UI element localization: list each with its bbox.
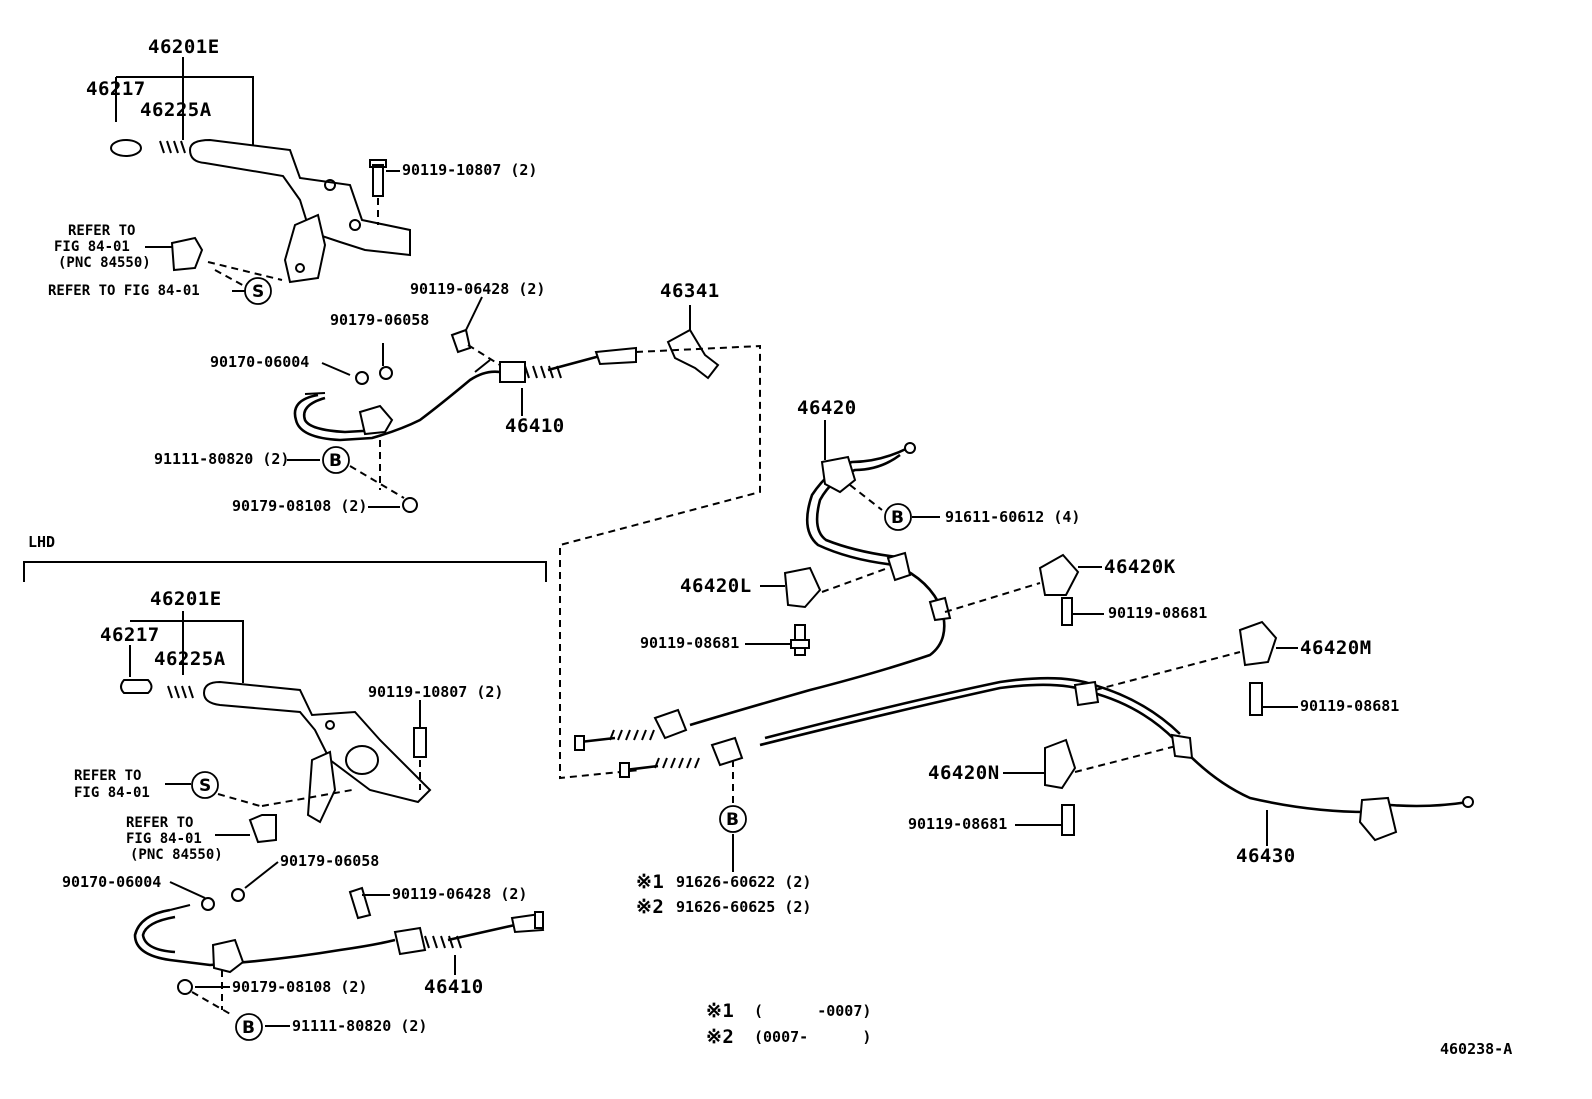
label-refer-lhd-2a: REFER TO [126,815,194,831]
refer-bracket [170,236,204,272]
label-90170-06004-lhd: 90170-06004 [62,873,162,891]
label-90119-08681-L: 90119-08681 [640,634,740,652]
symbol-s-lhd: S [199,776,211,796]
label-46420L: 46420L [680,575,752,597]
bolt-06428 [450,328,472,354]
note-mark-1: ※1 [636,871,665,893]
symbol-s-top: S [252,282,264,302]
cable-46430 [619,676,1474,872]
lhd-refer-bracket [248,814,277,844]
label-90119-08681-M: 90119-08681 [1300,697,1400,715]
lhd-bracket [23,561,547,582]
lhd-spring-46225A [167,685,194,699]
label-46420K: 46420K [1104,556,1176,578]
clamp-46420L [783,566,822,609]
symbol-b-lhd: B [242,1018,255,1038]
clamp-46420K [1038,553,1080,596]
lhd-bolt-06428 [348,886,372,920]
note-1-mark: ※1 [706,1000,735,1022]
label-refer-lhd-1a: REFER TO [74,768,142,784]
label-91111-80820-lhd: 91111-80820 (2) [292,1017,428,1035]
label-90119-10807-lhd: 90119-10807 (2) [368,683,504,701]
symbol-b-46430: B [726,810,739,830]
label-46410-lhd: 46410 [424,976,484,998]
label-90179-06058-top: 90179-06058 [330,311,430,329]
label-46420: 46420 [797,397,857,419]
label-46217-lhd: 46217 [100,624,160,646]
section-lhd: LHD [28,533,56,551]
lhd-cable-assembly [133,861,545,1027]
label-46217-top: 46217 [86,78,146,100]
equalizer-assembly [559,305,761,780]
label-90119-08681-N: 90119-08681 [908,815,1008,833]
label-91626-60625: 91626-60625 (2) [676,898,812,916]
symbol-b-top: B [329,451,342,471]
label-refer-top-2: FIG 84-01 [54,239,130,255]
diagram-id: 460238-A [1440,1040,1513,1058]
symbols: S B B B S B [191,277,912,1041]
label-90119-06428-top: 90119-06428 (2) [410,280,546,298]
label-91111-80820-top: 91111-80820 (2) [154,450,290,468]
clamp-46420N [1044,738,1077,790]
lhd-grip-46217 [120,679,153,694]
cable-46420 [574,420,952,751]
label-46410-top: 46410 [505,415,565,437]
label-refer-pnc-lhd: (PNC 84550) [130,847,223,863]
equalizer-46341 [666,328,720,380]
label-refer-pnc-top: (PNC 84550) [58,255,151,271]
top-lever-assembly [110,57,411,292]
label-46341: 46341 [660,280,720,302]
clamp-46420M [1238,620,1278,667]
label-90179-08108-top: 90179-08108 (2) [232,497,368,515]
lever-bracket [283,213,327,284]
lhd-lever-46201E [202,680,432,804]
lever-46201E [188,138,411,257]
note-2-mark: ※2 [706,1026,735,1048]
note-1-range: ( -0007) [754,1002,872,1020]
label-90170-06004-top: 90170-06004 [210,353,310,371]
label-refer-s-top: REFER TO FIG 84-01 [48,283,200,299]
lhd-lever-assembly [120,611,432,844]
lhd-bolt-10807 [413,727,427,758]
label-refer-top-1: REFER TO [68,223,136,239]
label-90179-06058-lhd: 90179-06058 [280,852,380,870]
label-46225A-lhd: 46225A [154,648,226,670]
label-90119-06428-lhd: 90119-06428 (2) [392,885,528,903]
clamps [745,553,1298,836]
spring-46225A [159,140,186,154]
label-46201E-lhd: 46201E [150,588,222,610]
label-46420M: 46420M [1300,637,1372,659]
symbol-b-46420: B [891,508,904,528]
top-cable-assembly [287,296,637,513]
grip-cap-46217 [110,139,142,157]
label-46430: 46430 [1236,845,1296,867]
label-91626-60622: 91626-60622 (2) [676,873,812,891]
label-90179-08108-lhd: 90179-08108 (2) [232,978,368,996]
label-46420N: 46420N [928,762,1000,784]
label-refer-lhd-1b: FIG 84-01 [74,785,150,801]
note-2-range: (0007- ) [754,1028,872,1046]
label-90119-10807-top: 90119-10807 (2) [402,161,538,179]
label-46201E-top: 46201E [148,36,220,58]
label-91611-60612: 91611-60612 (4) [945,508,1081,526]
label-46225A-top: 46225A [140,99,212,121]
note-mark-2: ※2 [636,896,665,918]
bolt-10807 [372,164,384,197]
label-90119-08681-K: 90119-08681 [1108,604,1208,622]
label-refer-lhd-2b: FIG 84-01 [126,831,202,847]
